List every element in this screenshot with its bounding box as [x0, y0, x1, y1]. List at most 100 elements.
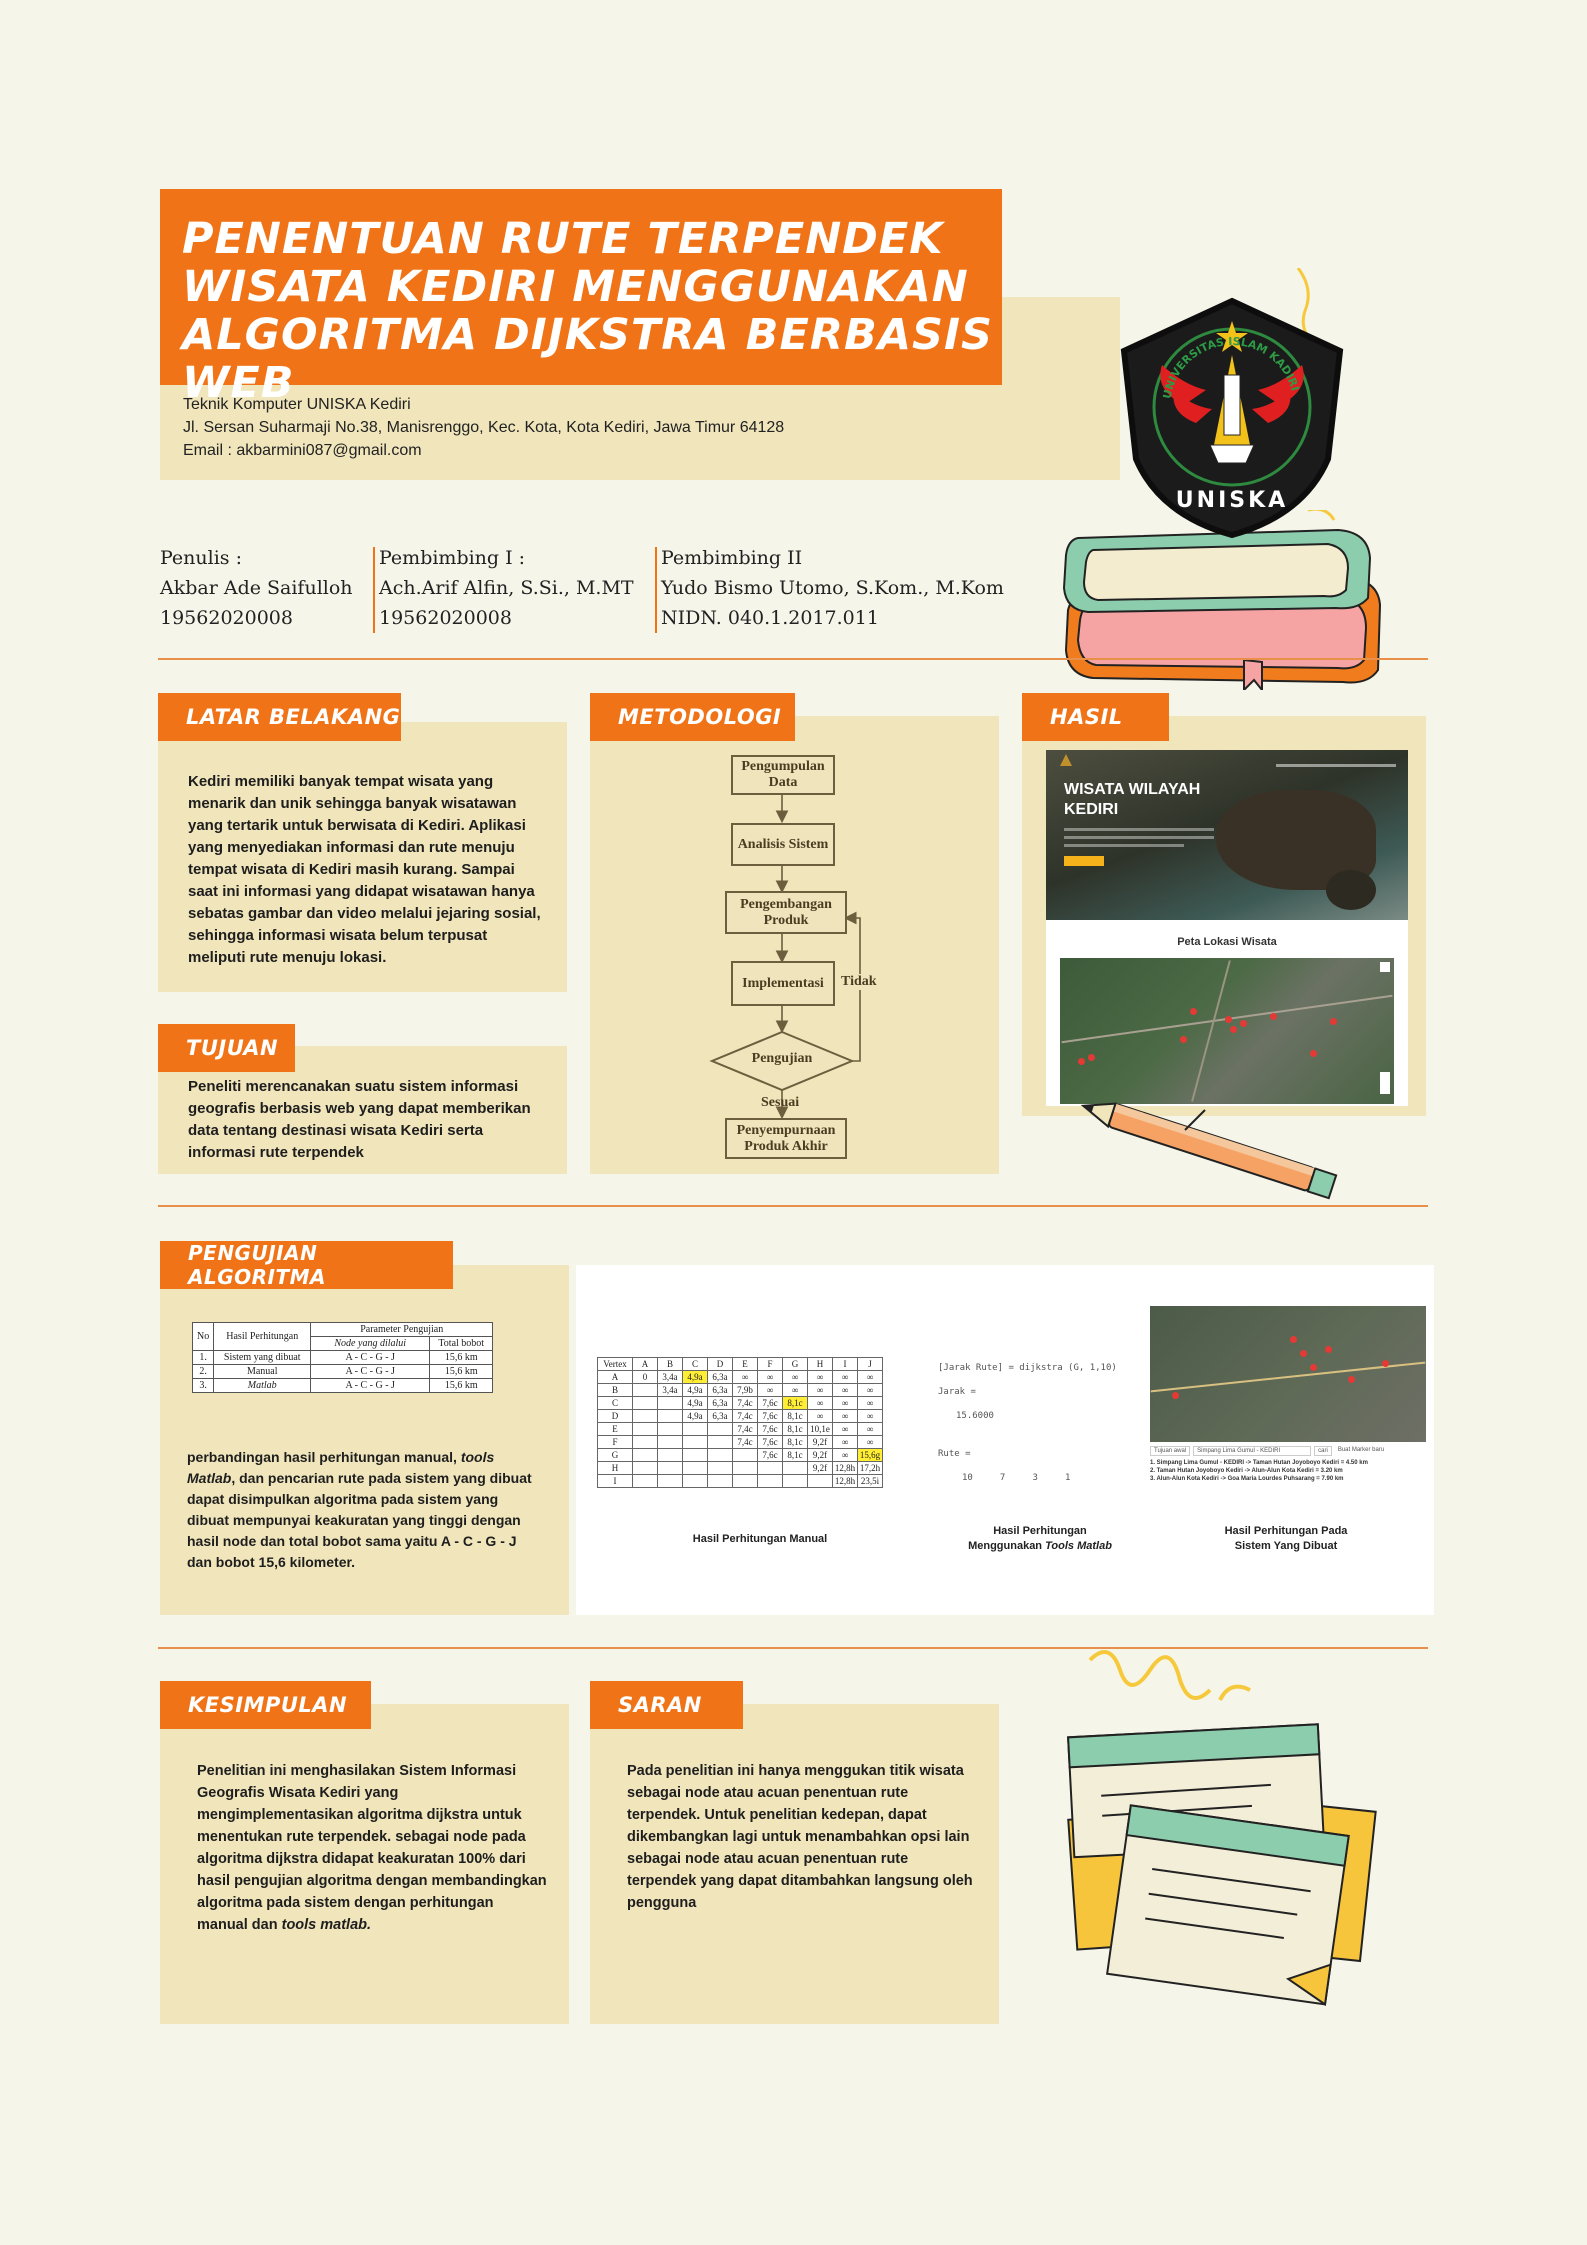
vertex-header-cell: E: [732, 1357, 758, 1371]
site-logo-icon: [1060, 754, 1072, 766]
map-marker-icon[interactable]: [1240, 1020, 1247, 1027]
map-marker-icon[interactable]: [1290, 1336, 1297, 1343]
route-select[interactable]: Simpang Lima Gumul - KEDIRI: [1193, 1446, 1312, 1456]
param-cell: 15,6 km: [429, 1364, 494, 1379]
map-marker-icon[interactable]: [1348, 1376, 1355, 1383]
hero-button[interactable]: [1064, 856, 1104, 866]
param-h-node: Node yang dilalui: [310, 1336, 431, 1351]
vertex-cell: [707, 1422, 733, 1436]
map-marker-icon[interactable]: [1078, 1058, 1085, 1065]
kesimpulan-panel: [160, 1704, 569, 2024]
vertex-cell: 3,4a: [657, 1383, 683, 1397]
vertex-cell: [707, 1474, 733, 1488]
vertex-cell: 7,4c: [732, 1396, 758, 1410]
map-marker-icon[interactable]: [1330, 1018, 1337, 1025]
title-line-1: PENENTUAN RUTE TERPENDEK: [182, 214, 944, 264]
matlab-line-5: 10 7 3 1: [962, 1473, 1071, 1483]
vertex-cell: [632, 1383, 658, 1397]
caption-matlab: Hasil Perhitungan Menggunakan Tools Matl…: [940, 1524, 1140, 1554]
caption-system-2: Sistem Yang Dibuat: [1234, 1540, 1338, 1552]
flow-step-pengumpulan-data: Pengumpulan Data: [731, 755, 835, 795]
vertex-cell: ∞: [832, 1383, 858, 1397]
flow-label-tidak: Tidak: [841, 974, 877, 990]
vertex-cell: G: [597, 1448, 633, 1462]
map-marker-icon[interactable]: [1310, 1050, 1317, 1057]
vertex-cell: ∞: [807, 1396, 833, 1410]
map-view[interactable]: [1060, 958, 1394, 1104]
vertex-cell: ∞: [832, 1435, 858, 1449]
authors-advisor-1: Pembimbing I : Ach.Arif Alfin, S.Si., M.…: [379, 543, 634, 633]
vertex-cell: ∞: [732, 1370, 758, 1384]
map-marker-icon[interactable]: [1270, 1013, 1277, 1020]
table-row: 1. Sistem yang dibuat A - C - G - J 15,6…: [191, 1350, 494, 1365]
vertex-cell: 7,6c: [757, 1396, 783, 1410]
vertex-cell: 8,1c: [782, 1448, 808, 1462]
map-marker-icon[interactable]: [1310, 1364, 1317, 1371]
adv2-id: NIDN. 040.1.2017.011: [661, 607, 879, 629]
map-marker-icon[interactable]: [1190, 1008, 1197, 1015]
map-zoom-control[interactable]: [1380, 1072, 1390, 1094]
route-form: Tujuan awal Simpang Lima Gumul - KEDIRI …: [1150, 1446, 1426, 1456]
affiliation-dept: Teknik Komputer UNISKA Kediri: [183, 396, 411, 413]
site-title-2: KEDIRI: [1064, 801, 1119, 818]
vertex-cell: [682, 1461, 708, 1475]
map-marker-icon[interactable]: [1225, 1016, 1232, 1023]
matlab-line-2: Jarak =: [938, 1387, 976, 1397]
map-marker-icon[interactable]: [1180, 1036, 1187, 1043]
vertex-cell: 4,9a: [682, 1396, 708, 1410]
add-marker-link[interactable]: Buat Marker baru: [1337, 1447, 1385, 1453]
vertex-cell: 6,3a: [707, 1396, 733, 1410]
table-row: 2. Manual A - C - G - J 15,6 km: [191, 1364, 494, 1379]
route-search-button[interactable]: cari: [1314, 1446, 1332, 1456]
adv2-name: Yudo Bismo Utomo, S.Kom., M.Kom: [661, 577, 1004, 599]
param-cell: A - C - G - J: [310, 1378, 431, 1393]
param-cell: A - C - G - J: [310, 1364, 431, 1379]
route-tab[interactable]: Tujuan awal: [1150, 1446, 1191, 1456]
map-fullscreen-button[interactable]: [1380, 962, 1390, 972]
title-banner: PENENTUAN RUTE TERPENDEK WISATA KEDIRI M…: [160, 189, 1002, 407]
vertex-header-cell: I: [832, 1357, 858, 1371]
map-marker-icon[interactable]: [1230, 1026, 1237, 1033]
vertex-header-cell: A: [632, 1357, 658, 1371]
title-line-2: WISATA KEDIRI MENGGUNAKAN: [182, 262, 969, 312]
vertex-cell: [657, 1474, 683, 1488]
caption-system-1: Hasil Perhitungan Pada: [1224, 1525, 1348, 1537]
param-h-param: Parameter Pengujian: [310, 1322, 494, 1337]
metodologi-title: METODOLOGI: [590, 693, 795, 741]
vertex-cell: ∞: [832, 1448, 858, 1462]
map-marker-icon[interactable]: [1172, 1392, 1179, 1399]
system-map[interactable]: [1150, 1306, 1426, 1442]
latar-text: Kediri memiliki banyak tempat wisata yan…: [188, 773, 541, 966]
latar-panel: [158, 722, 567, 992]
vertex-cell: ∞: [832, 1409, 858, 1423]
table-row: 3. Matlab A - C - G - J 15,6 km: [191, 1378, 494, 1393]
map-marker-icon[interactable]: [1382, 1360, 1389, 1367]
vertex-cell: 3,4a: [657, 1370, 683, 1384]
tujuan-title: TUJUAN: [158, 1024, 295, 1072]
author-divider-1: [373, 547, 375, 633]
vertex-cell: [732, 1461, 758, 1475]
vertex-header-cell: G: [782, 1357, 808, 1371]
vertex-cell: ∞: [807, 1409, 833, 1423]
system-result: Tujuan awal Simpang Lima Gumul - KEDIRI …: [1150, 1306, 1426, 1483]
vertex-cell: E: [597, 1422, 633, 1436]
vertex-cell: 9,2f: [807, 1448, 833, 1462]
param-h-hasil: Hasil Perhitungan: [213, 1322, 312, 1351]
param-cell: A - C - G - J: [310, 1350, 431, 1365]
map-marker-icon[interactable]: [1088, 1054, 1095, 1061]
adv2-label: Pembimbing II: [661, 547, 803, 569]
vertex-cell: ∞: [832, 1396, 858, 1410]
vertex-cell: [657, 1461, 683, 1475]
saran-title: SARAN: [590, 1681, 743, 1729]
title-line-3: ALGORITMA DIJKSTRA BERBASIS WEB: [182, 310, 993, 408]
vertex-header-cell: J: [857, 1357, 883, 1371]
map-marker-icon[interactable]: [1325, 1346, 1332, 1353]
authors-advisor-2: Pembimbing II Yudo Bismo Utomo, S.Kom., …: [661, 543, 1004, 633]
vertex-cell: 7,4c: [732, 1409, 758, 1423]
vertex-cell: 7,6c: [757, 1422, 783, 1436]
vertex-cell: [732, 1474, 758, 1488]
map-marker-icon[interactable]: [1300, 1350, 1307, 1357]
